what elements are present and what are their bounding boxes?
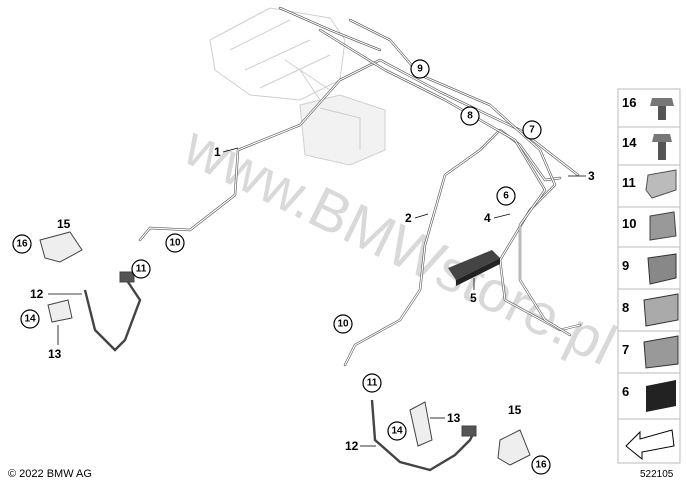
svg-text:14: 14 bbox=[622, 135, 637, 150]
circled-callouts: 6 7 8 9 10 10 11 11 16 14 14 16 bbox=[12, 59, 551, 475]
legend-item-arrow[interactable] bbox=[617, 418, 681, 464]
svg-text:6: 6 bbox=[503, 191, 509, 202]
callout-6: 6 bbox=[496, 186, 516, 206]
collar-screw-icon bbox=[650, 98, 674, 120]
pipe-holder-5 bbox=[448, 250, 500, 286]
triple-pipe-clip-icon bbox=[643, 293, 679, 327]
legend-item-9[interactable]: 9 bbox=[617, 246, 681, 290]
svg-text:16: 16 bbox=[16, 239, 28, 250]
callout-12-right: 12 bbox=[345, 439, 359, 453]
svg-text:7: 7 bbox=[529, 125, 535, 136]
callout-13-right: 13 bbox=[447, 411, 461, 425]
svg-text:7: 7 bbox=[622, 342, 629, 357]
part-number: 522105 bbox=[640, 469, 674, 480]
bracket-clip-icon bbox=[645, 169, 677, 199]
callout-15-right: 15 bbox=[508, 403, 522, 417]
svg-text:9: 9 bbox=[417, 64, 423, 75]
legend-item-6[interactable]: 6 bbox=[617, 372, 681, 420]
brake-hose-right bbox=[370, 399, 531, 472]
svg-text:11: 11 bbox=[367, 378, 378, 389]
single-pipe-clip-icon bbox=[649, 211, 677, 241]
callout-11-left: 11 bbox=[131, 259, 151, 279]
callout-15-left: 15 bbox=[57, 217, 71, 231]
legend-item-7[interactable]: 7 bbox=[617, 330, 681, 374]
callout-12-left: 12 bbox=[30, 287, 44, 301]
callout-16-right: 16 bbox=[531, 455, 551, 475]
brake-pipes bbox=[138, 6, 582, 367]
callout-10-upper: 10 bbox=[165, 233, 185, 253]
callout-14-left: 14 bbox=[20, 309, 40, 329]
svg-text:14: 14 bbox=[24, 314, 36, 325]
callout-3: 3 bbox=[588, 169, 595, 183]
callout-4: 4 bbox=[484, 211, 491, 225]
legend-item-16[interactable]: 16 bbox=[617, 88, 681, 128]
svg-text:9: 9 bbox=[622, 258, 629, 273]
arrow-icon bbox=[625, 429, 675, 461]
parts-legend: 16 14 11 10 9 bbox=[617, 88, 681, 464]
svg-text:6: 6 bbox=[622, 384, 629, 399]
callout-10-lower: 10 bbox=[333, 314, 353, 334]
svg-text:14: 14 bbox=[391, 426, 403, 437]
brake-hose-left bbox=[39, 231, 142, 352]
legend-item-10[interactable]: 10 bbox=[617, 206, 681, 248]
callout-5: 5 bbox=[470, 291, 477, 305]
pipe-holder-block-icon bbox=[646, 380, 676, 412]
legend-item-11[interactable]: 11 bbox=[617, 164, 681, 208]
legend-item-8[interactable]: 8 bbox=[617, 288, 681, 332]
hex-bolt-icon bbox=[652, 134, 672, 160]
callout-14-right: 14 bbox=[387, 421, 407, 441]
svg-text:16: 16 bbox=[535, 460, 547, 471]
callout-9: 9 bbox=[410, 59, 430, 79]
callouts: 1 2 3 4 5 15 12 13 13 12 15 bbox=[30, 145, 595, 453]
callout-1: 1 bbox=[214, 145, 221, 159]
svg-text:8: 8 bbox=[467, 111, 473, 122]
svg-text:11: 11 bbox=[622, 175, 636, 190]
svg-text:8: 8 bbox=[622, 300, 629, 315]
callout-7: 7 bbox=[522, 120, 542, 140]
watermark: www.BMWstore.pl bbox=[173, 113, 625, 378]
quad-pipe-clip-icon bbox=[643, 335, 679, 369]
legend-item-14[interactable]: 14 bbox=[617, 126, 681, 166]
svg-text:16: 16 bbox=[622, 95, 636, 110]
copyright: © 2022 BMW AG bbox=[8, 468, 92, 480]
callout-11-right: 11 bbox=[362, 373, 382, 393]
callout-8: 8 bbox=[460, 106, 480, 126]
callout-13-left: 13 bbox=[48, 347, 62, 361]
double-pipe-clip-icon bbox=[647, 253, 677, 285]
callout-16-left: 16 bbox=[12, 234, 32, 254]
svg-text:11: 11 bbox=[136, 264, 147, 275]
svg-text:10: 10 bbox=[622, 216, 636, 231]
svg-text:10: 10 bbox=[169, 238, 181, 249]
svg-text:10: 10 bbox=[337, 319, 349, 330]
callout-2: 2 bbox=[405, 211, 412, 225]
